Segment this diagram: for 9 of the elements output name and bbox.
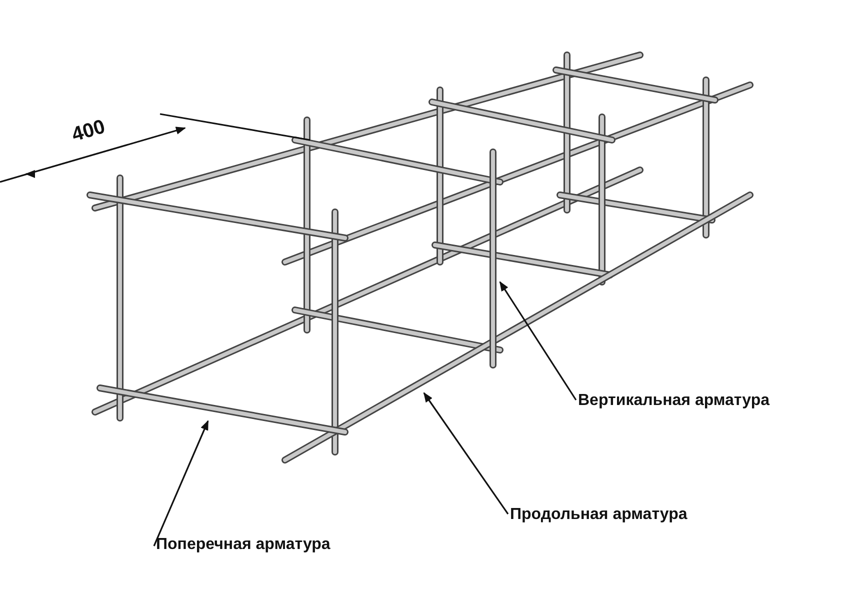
leader-line — [499, 281, 577, 400]
leader-line — [423, 392, 509, 514]
vertical-rebar — [490, 148, 496, 368]
part-label: Продольная арматура — [510, 506, 688, 524]
part-label: Поперечная арматура — [156, 536, 330, 554]
leader-line — [153, 420, 209, 546]
dimension-label: 400 — [69, 116, 108, 148]
transverse-rebar — [96, 384, 348, 436]
part-label: Вертикальная арматура — [578, 392, 770, 410]
